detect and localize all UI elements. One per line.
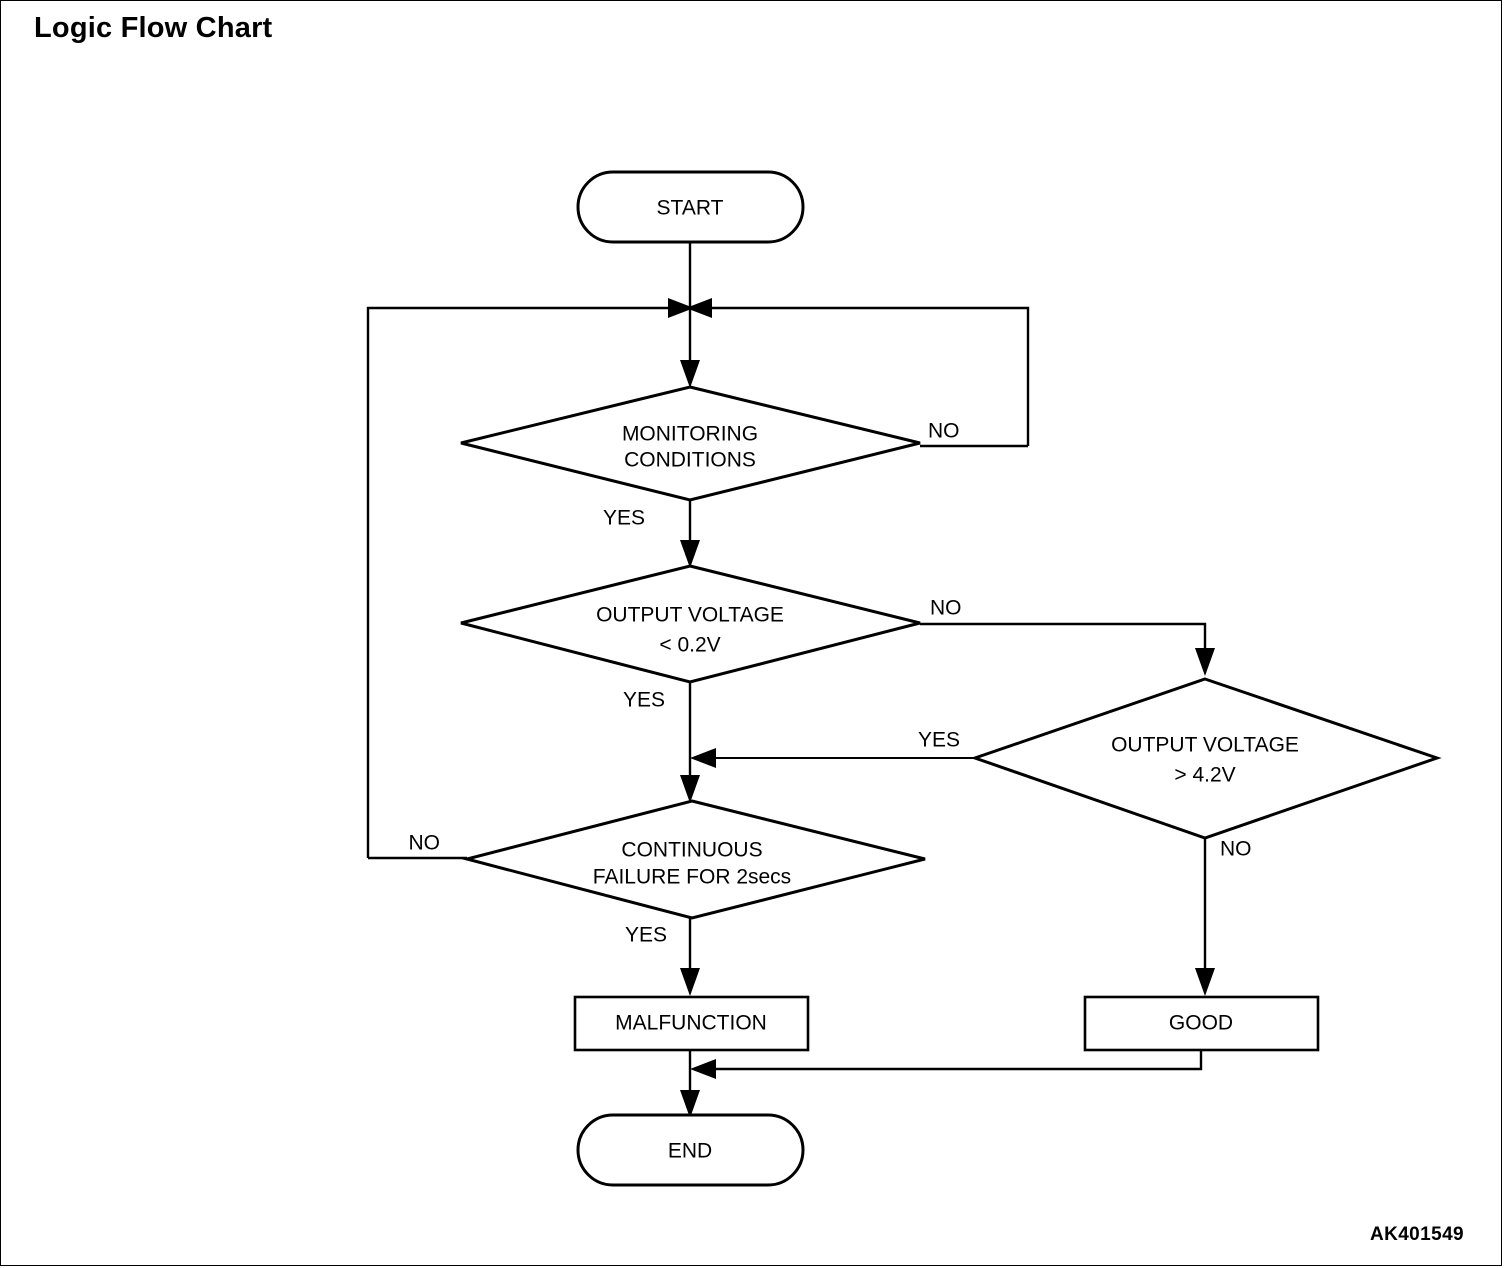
edge-label-output-voltage-high-yes: YES: [918, 729, 960, 752]
good-label: GOOD: [1169, 1012, 1233, 1035]
edge-label-output-voltage-low-yes: YES: [623, 689, 665, 712]
node-end: END: [576, 1113, 805, 1187]
edge-label-continuous-failure-yes: YES: [625, 924, 667, 947]
edge-mon-no-loop-arrowhead: [686, 298, 712, 318]
node-monitoring-conditions: MONITORING CONDITIONS: [460, 385, 921, 502]
continuous-failure-label-line1: CONTINUOUS: [621, 839, 762, 862]
edge-mon-no-loop-path: [704, 306, 1030, 446]
edge-label-monitoring-yes: YES: [603, 507, 645, 530]
node-malfunction: MALFUNCTION: [573, 995, 810, 1052]
reference-code: AK401549: [1369, 1224, 1464, 1245]
start-label: START: [657, 197, 724, 220]
node-output-voltage-low: OUTPUT VOLTAGE < 0.2V: [460, 564, 921, 684]
edge-cont-no-loop-arrowhead: [668, 298, 694, 318]
page-title: Logic Flow Chart: [34, 12, 273, 44]
output-voltage-low-label-line1: OUTPUT VOLTAGE: [596, 604, 784, 627]
edge-good-to-end: [706, 1050, 1203, 1071]
edge-label-continuous-failure-no: NO: [409, 832, 441, 855]
edge-label-output-voltage-low-no: NO: [930, 597, 962, 620]
edge-continuous-failure-yes-arrowhead: [680, 968, 700, 996]
edge-monitoring-yes-arrowhead: [680, 540, 700, 568]
edge-output-voltage-high-no-arrowhead: [1195, 968, 1215, 996]
malfunction-box: [573, 995, 810, 1052]
output-voltage-high-label-line2: > 4.2V: [1174, 764, 1235, 787]
monitoring-conditions-label-line2: CONDITIONS: [624, 449, 756, 472]
end-label: END: [668, 1140, 712, 1163]
edge-good-to-end-arrowhead: [690, 1059, 716, 1079]
output-voltage-high-diamond: [970, 677, 1442, 840]
output-voltage-low-label-line2: < 0.2V: [659, 634, 720, 657]
output-voltage-high-label-line1: OUTPUT VOLTAGE: [1111, 734, 1299, 757]
malfunction-label: MALFUNCTION: [615, 1012, 767, 1035]
edge-label-monitoring-no: NO: [928, 420, 960, 443]
node-output-voltage-high: OUTPUT VOLTAGE > 4.2V: [970, 677, 1442, 840]
edge-output-voltage-low-no-arrowhead: [1195, 648, 1215, 676]
edge-label-output-voltage-high-no: NO: [1220, 838, 1252, 861]
node-continuous-failure: CONTINUOUS FAILURE FOR 2secs: [461, 799, 926, 920]
edge-output-voltage-low-yes-arrowhead: [680, 775, 700, 803]
edge-cont-no-loop-path: [366, 306, 676, 858]
continuous-failure-diamond: [461, 799, 926, 920]
edge-output-voltage-low-no: [920, 622, 1207, 660]
edge-malfunction-to-end-arrowhead: [680, 1090, 700, 1118]
edge-junction-to-monitoring-arrowhead: [680, 360, 700, 388]
node-start: START: [576, 170, 805, 244]
node-good: GOOD: [1083, 995, 1320, 1052]
monitoring-conditions-label-line1: MONITORING: [622, 423, 758, 446]
edge-output-voltage-high-yes-arrowhead: [690, 748, 716, 768]
continuous-failure-label-line2: FAILURE FOR 2secs: [593, 866, 791, 889]
end-terminator-shape: [576, 1113, 805, 1187]
